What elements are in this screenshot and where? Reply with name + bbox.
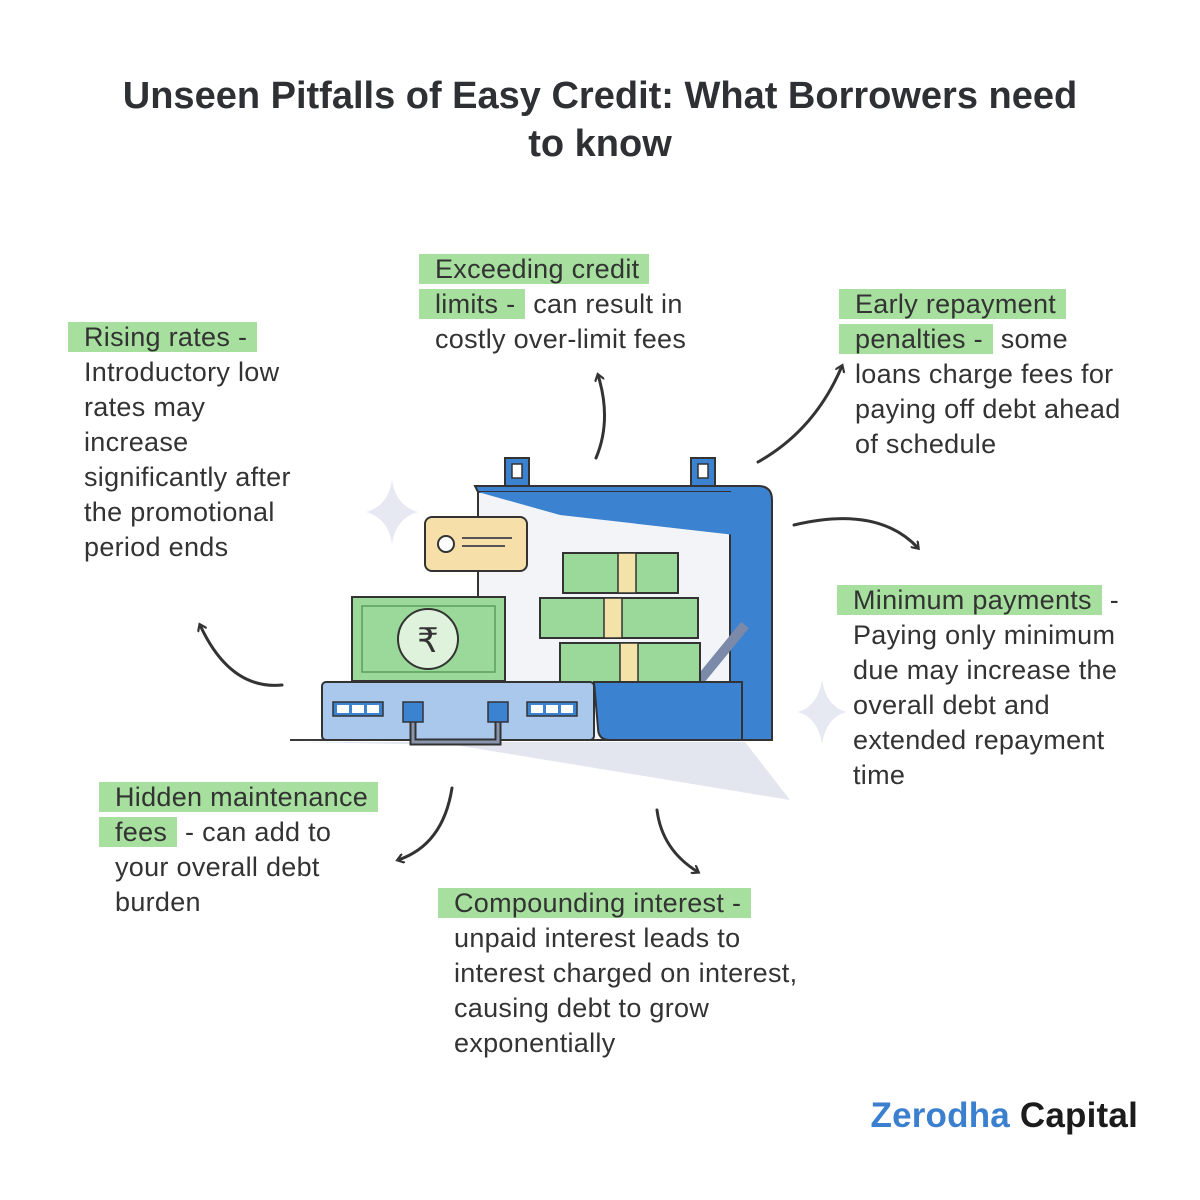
callout-exceeding-limits: Exceeding credit limits - can result in … bbox=[419, 252, 705, 357]
rupee-icon bbox=[397, 608, 459, 670]
callout-text: - can add to your overall debt burden bbox=[115, 817, 332, 917]
floor-shadow bbox=[295, 742, 790, 800]
clasp bbox=[697, 463, 709, 479]
arrow-icon bbox=[655, 808, 698, 872]
id-card-dot bbox=[437, 535, 455, 553]
cash-stacks bbox=[539, 552, 701, 684]
callout-rising-rates: Rising rates - Introductory low rates ma… bbox=[68, 320, 314, 565]
callout-key: Minimum payments bbox=[837, 585, 1102, 615]
page-title: Unseen Pitfalls of Easy Credit: What Bor… bbox=[122, 75, 1078, 165]
callout-text: unpaid interest leads to interest charge… bbox=[454, 923, 798, 1058]
callout-early-repayment: Early repayment penalties - some loans c… bbox=[839, 287, 1125, 462]
arrow-icon bbox=[398, 786, 454, 860]
callout-key: Rising rates - bbox=[68, 322, 258, 352]
brand-logo: Zerodha Capital bbox=[870, 1096, 1138, 1136]
arrow-icon bbox=[596, 375, 606, 460]
arrow-icon bbox=[792, 517, 918, 548]
callout-text: Introductory low rates may increase sign… bbox=[84, 357, 291, 562]
clasp bbox=[511, 463, 523, 479]
callout-minimum-payments: Minimum payments - Paying only minimum d… bbox=[837, 583, 1143, 793]
case-body-front bbox=[592, 681, 743, 741]
brand-name-primary: Zerodha bbox=[870, 1096, 1010, 1135]
lid-strap bbox=[696, 621, 749, 684]
sparkle-icon bbox=[798, 680, 846, 744]
callout-text: some loans charge fees for paying off de… bbox=[855, 324, 1121, 459]
arrow-icon bbox=[756, 366, 842, 464]
callout-compounding-interest: Compounding interest - unpaid interest l… bbox=[438, 886, 799, 1061]
callout-text: can result in costly over-limit fees bbox=[435, 289, 687, 354]
callout-key: Compounding interest - bbox=[438, 888, 752, 918]
callout-text: - Paying only minimum due may increase t… bbox=[853, 585, 1119, 790]
rupee-symbol: ₹ bbox=[417, 621, 439, 661]
sparkle-icon bbox=[366, 480, 418, 544]
arrow-icon bbox=[200, 625, 284, 687]
brand-name-secondary: Capital bbox=[1019, 1096, 1138, 1135]
lid-shade bbox=[478, 492, 735, 535]
id-card-icon bbox=[424, 516, 528, 572]
callout-hidden-fees: Hidden maintenance fees - can add to you… bbox=[99, 780, 379, 920]
